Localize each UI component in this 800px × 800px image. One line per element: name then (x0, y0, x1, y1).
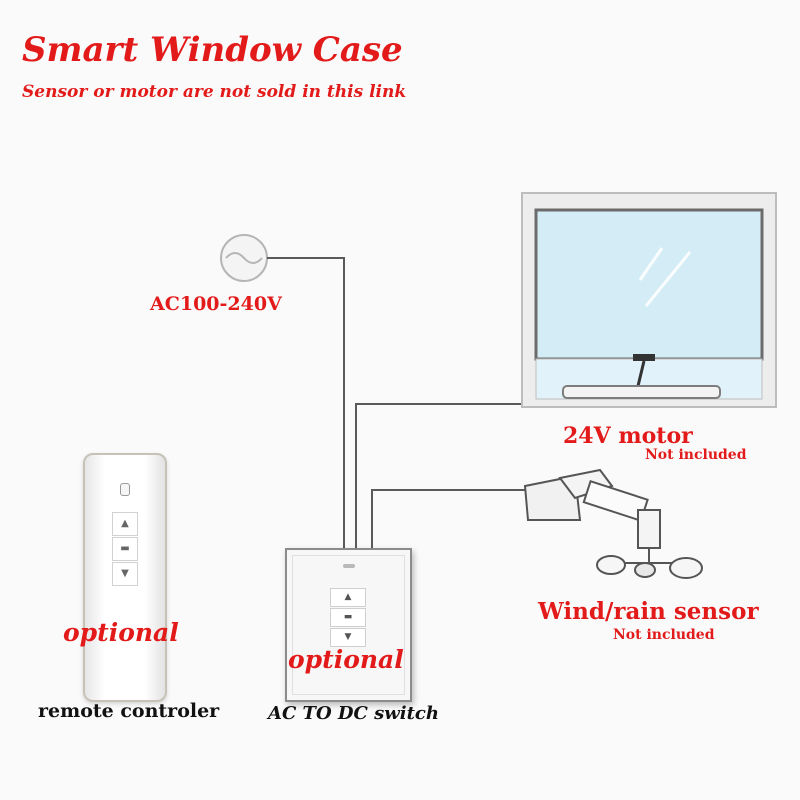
remote-optional-label: optional (63, 618, 179, 647)
switch-down-button[interactable]: ▼ (330, 628, 366, 647)
remote-indicator (120, 483, 130, 496)
wind-rain-sensor-illustration (523, 468, 703, 579)
ac-wire (267, 257, 345, 548)
page-subtitle: Sensor or motor are not sold in this lin… (22, 82, 407, 102)
sensor-label: Wind/rain sensor (538, 598, 759, 625)
motor-wire (355, 403, 570, 548)
ac-source-icon (220, 234, 268, 282)
window-illustration (521, 192, 777, 408)
remote-down-button[interactable]: ▼ (112, 562, 138, 586)
wall-switch: ▲ ▬ ▼ (285, 548, 412, 702)
switch-optional-label: optional (288, 645, 404, 674)
remote-up-button[interactable]: ▲ (112, 512, 138, 536)
switch-indicator (343, 564, 355, 568)
switch-up-button[interactable]: ▲ (330, 588, 366, 607)
power-label: AC100-240V (150, 293, 282, 315)
page-title: Smart Window Case (22, 30, 403, 70)
switch-caption: AC TO DC switch (268, 703, 439, 724)
sensor-note: Not included (613, 627, 715, 643)
motor-note: Not included (645, 447, 747, 463)
remote-caption: remote controler (38, 700, 220, 722)
remote-stop-button[interactable]: ▬ (112, 537, 138, 561)
sensor-wire (371, 489, 530, 548)
switch-stop-button[interactable]: ▬ (330, 608, 366, 627)
motor-label: 24V motor (563, 423, 693, 449)
remote-controller: ▲ ▬ ▼ (83, 453, 167, 702)
switch-panel (292, 555, 405, 695)
